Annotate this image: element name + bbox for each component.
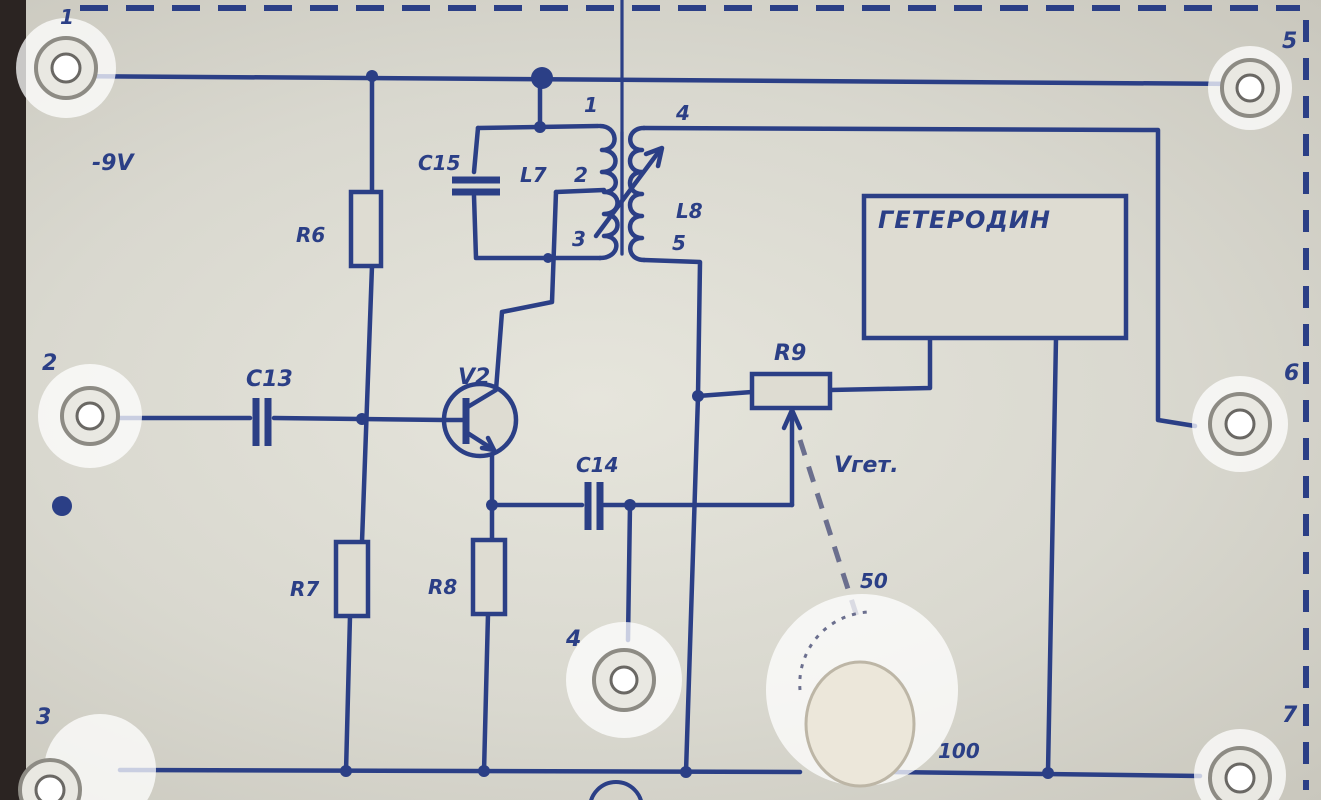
panel-frame-left	[0, 0, 26, 800]
coil-pin-5: 5	[672, 231, 686, 255]
resistor-r8	[470, 537, 508, 617]
potentiometer-r9	[749, 371, 833, 431]
label-r9: R9	[774, 341, 806, 366]
label-c13: C13	[246, 367, 293, 392]
scale-min-label: 50	[860, 569, 888, 593]
terminal-label-4: 4	[565, 627, 581, 652]
terminal-label-2: 2	[42, 351, 57, 376]
label-v2: V2	[458, 365, 490, 390]
terminal-jack-7[interactable]	[1194, 729, 1286, 800]
terminal-label-3: 3	[36, 705, 51, 730]
knob-pointer-line	[797, 439, 861, 621]
coil-pin-2: 2	[574, 163, 588, 187]
oscillator-block-label: ГЕТЕРОДИН	[878, 206, 1051, 234]
oscillator-voltage-knob[interactable]	[804, 660, 916, 788]
capacitor-c15	[452, 176, 500, 196]
terminal-jack-1[interactable]	[16, 18, 116, 118]
coil-pin-4: 4	[675, 101, 690, 125]
terminal-jack-4[interactable]	[566, 622, 682, 738]
oscillator-voltage-label: Vгет.	[834, 453, 899, 478]
capacitor-c14	[584, 482, 604, 530]
resistor-r6	[348, 189, 384, 269]
transformer-l7-l8	[593, 0, 665, 263]
label-r7: R7	[290, 577, 319, 601]
oscillator-block	[861, 193, 1129, 341]
transistor-v2	[441, 381, 519, 459]
coil-pin-1: 1	[584, 93, 598, 117]
terminal-jack-3[interactable]	[18, 714, 156, 800]
label-c14: C14	[576, 453, 619, 477]
terminal-label-6: 6	[1284, 361, 1299, 386]
coil-pin-3: 3	[572, 227, 586, 251]
label-r6: R6	[296, 223, 325, 247]
terminal-label-1: 1	[60, 5, 74, 29]
supply-label: -9V	[92, 151, 135, 176]
label-l7: L7	[520, 163, 547, 187]
mounting-hole-bottom	[589, 780, 643, 800]
terminal-jack-6[interactable]	[1192, 376, 1288, 472]
scale-max-label: 100	[938, 739, 980, 763]
resistor-r7	[333, 539, 371, 619]
label-c15: C15	[418, 151, 461, 175]
wires	[57, 73, 1248, 779]
terminal-label-5: 5	[1282, 29, 1297, 54]
label-r8: R8	[428, 575, 457, 599]
capacitor-c13	[252, 398, 272, 446]
junction-dots	[52, 67, 1054, 779]
terminal-jack-2[interactable]	[38, 364, 142, 468]
terminal-label-7: 7	[1282, 703, 1298, 728]
terminal-jack-5[interactable]	[1208, 46, 1292, 130]
label-l8: L8	[676, 199, 703, 223]
